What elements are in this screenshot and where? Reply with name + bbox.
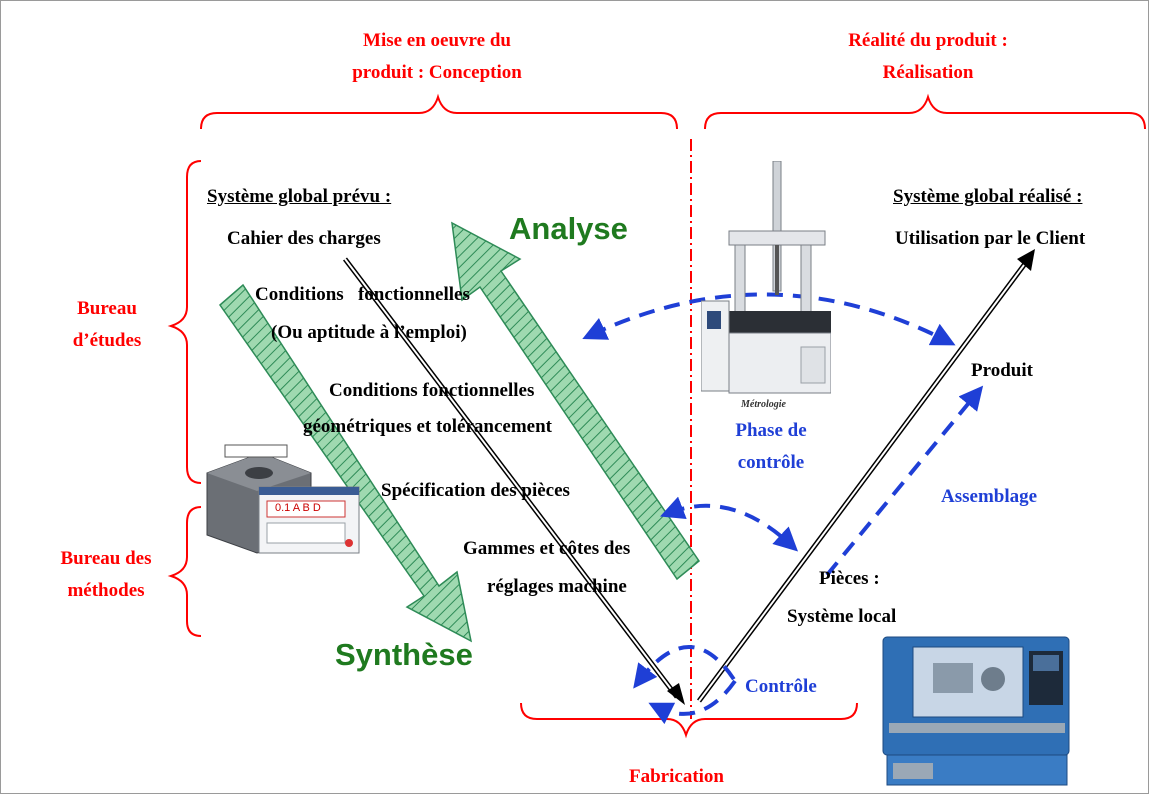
label-tolerancement: géométriques et tolérancement <box>303 416 553 437</box>
label-systeme-prevu: Système global prévu : <box>207 186 392 207</box>
label-reglages-machine: réglages machine <box>487 576 627 597</box>
bureau-methodes-line1: Bureau des <box>60 548 152 569</box>
label-aptitude-emploi: (Ou aptitude à l’emploi) <box>271 322 467 343</box>
header-conception-line1: Mise en oeuvre du <box>363 30 511 51</box>
label-utilisation-client: Utilisation par le Client <box>895 228 1086 249</box>
label-cahier-des-charges: Cahier des charges <box>227 228 381 249</box>
brace-bureau-etudes <box>167 160 202 484</box>
header-conception-line2: produit : Conception <box>352 62 522 83</box>
ascent-arrow <box>696 249 1035 703</box>
label-conditions-geometriques: Conditions fonctionnelles <box>329 380 535 401</box>
label-phase-controle: Phase de contrôle <box>711 419 831 475</box>
label-bureau-etudes: Bureau d’études <box>47 297 167 353</box>
label-produit: Produit <box>971 360 1033 381</box>
label-systeme-realise: Système global réalisé : <box>893 186 1083 207</box>
header-realisation: Réalité du produit : Réalisation <box>801 29 1055 85</box>
synthese-arrow <box>218 283 473 643</box>
arc-specification <box>660 496 799 552</box>
analyse-arrow <box>451 221 701 581</box>
brace-conception <box>200 93 678 130</box>
label-controle: Contrôle <box>745 676 817 697</box>
label-systeme-local: Système local <box>787 606 897 627</box>
label-synthese: Synthèse <box>335 637 473 672</box>
bureau-etudes-line1: Bureau <box>77 298 137 319</box>
descent-arrow <box>343 257 685 705</box>
header-realisation-line1: Réalité du produit : <box>848 30 1008 51</box>
label-fabrication: Fabrication <box>629 766 724 787</box>
brace-bureau-methodes <box>167 506 202 637</box>
arc-assemblage <box>825 385 984 577</box>
label-assemblage: Assemblage <box>941 486 1038 507</box>
header-realisation-line2: Réalisation <box>882 62 974 83</box>
label-bureau-methodes: Bureau des méthodes <box>31 547 181 603</box>
bureau-methodes-line2: méthodes <box>67 580 145 601</box>
label-conditions-fonctionnelles: Conditions fonctionnelles <box>255 284 470 305</box>
label-pieces: Pièces : <box>819 568 880 589</box>
cmm-machine-icon: Métrologie <box>700 160 832 411</box>
brace-fabrication <box>520 702 858 739</box>
cnc-lathe-icon <box>873 623 1077 791</box>
phase-controle-line1: Phase de <box>735 420 807 441</box>
arc-controle-top <box>633 645 737 689</box>
arc-phase-controle <box>582 292 956 346</box>
label-analyse: Analyse <box>509 211 628 246</box>
cad-software-icon: 0.1 A B D <box>201 443 361 555</box>
brace-realisation <box>704 93 1146 130</box>
arc-controle-bottom <box>648 679 737 725</box>
label-specification-pieces: Spécification des pièces <box>381 480 570 501</box>
header-conception: Mise en oeuvre du produit : Conception <box>301 29 573 85</box>
gdt-frame-text: 0.1 A B D <box>275 502 321 514</box>
label-gammes-cotes: Gammes et côtes des <box>463 538 631 559</box>
cmm-caption: Métrologie <box>741 399 786 410</box>
phase-controle-line2: contrôle <box>737 452 805 473</box>
bureau-etudes-line2: d’études <box>72 330 142 351</box>
